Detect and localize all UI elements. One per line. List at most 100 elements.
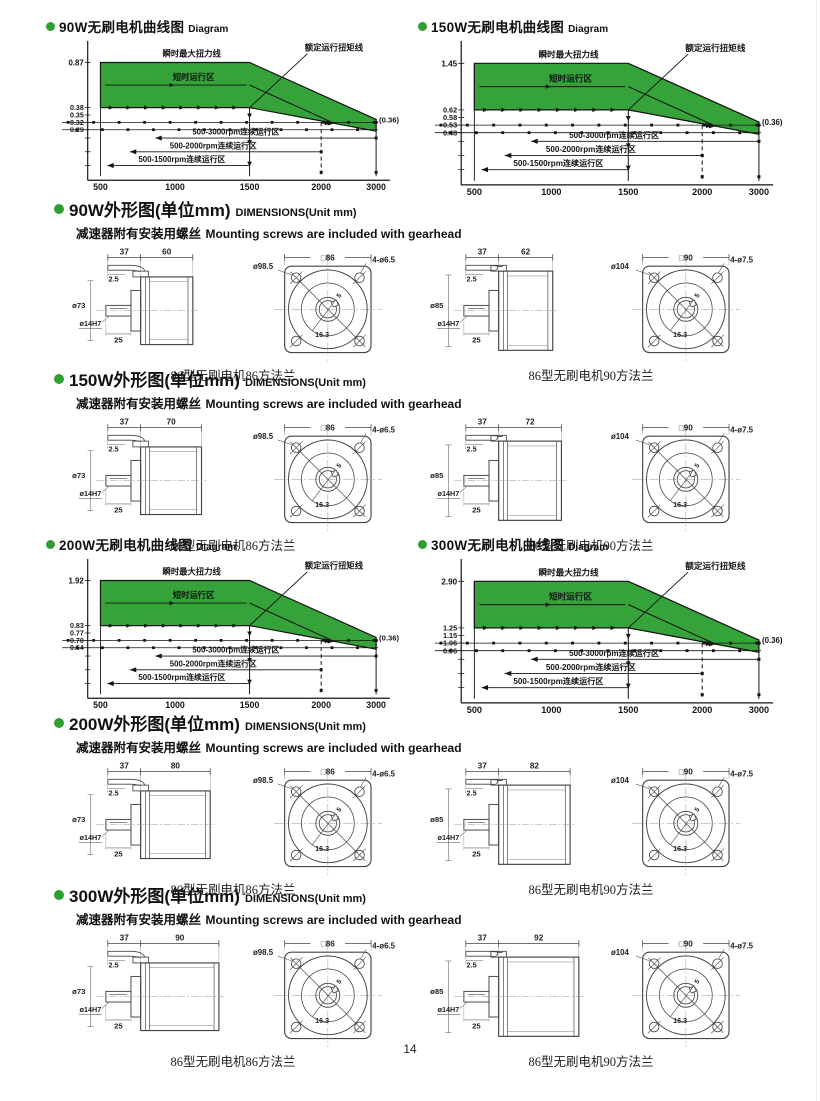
- svg-text:16.3: 16.3: [315, 330, 329, 339]
- bullet-icon: [54, 373, 64, 384]
- svg-text:1500: 1500: [240, 700, 260, 710]
- section-title-cn: 90W外形图(单位mm): [69, 201, 231, 220]
- svg-text:(0.36): (0.36): [379, 115, 399, 124]
- svg-text:瞬时最大扭力线: 瞬时最大扭力线: [538, 566, 599, 577]
- svg-text:500: 500: [467, 705, 482, 715]
- svg-text:2.5: 2.5: [467, 789, 477, 798]
- drawing-caption: 86型无刷电机86方法兰: [170, 539, 296, 553]
- svg-text:0.35: 0.35: [70, 113, 84, 120]
- drawing-caption: 86型无刷电机86方法兰: [170, 883, 296, 897]
- svg-text:2000: 2000: [311, 182, 331, 192]
- svg-text:500: 500: [93, 182, 108, 192]
- torque-speed-chart-90w: 0.870.380.350.320.29瞬时最大扭力线短时运行区额定运行扭矩线(…: [62, 40, 399, 192]
- svg-text:2.5: 2.5: [109, 961, 119, 970]
- svg-text:额定运行扭矩线: 额定运行扭矩线: [685, 42, 746, 53]
- svg-text:ø104: ø104: [611, 432, 630, 441]
- svg-text:额定运行扭矩线: 额定运行扭矩线: [685, 560, 746, 571]
- svg-text:500-1500rpm连续运行区: 500-1500rpm连续运行区: [138, 672, 225, 682]
- chart-title-en: Diagram: [188, 24, 229, 35]
- drawing-caption: 86型无刷电机86方法兰: [170, 1055, 296, 1069]
- chart-title-150w: 150W无刷电机曲线图 Diagram: [418, 16, 788, 36]
- svg-text:ø98.5: ø98.5: [253, 948, 274, 957]
- section-title: 300W外形图(单位mm) DIMENSIONS(Unit mm): [54, 882, 802, 907]
- svg-text:25: 25: [114, 336, 123, 345]
- drawing-caption: 86型无刷电机86方法兰: [170, 369, 296, 383]
- svg-text:500-3000rpm连续运行区: 500-3000rpm连续运行区: [192, 127, 279, 137]
- svg-text:2.5: 2.5: [109, 445, 119, 454]
- torque-speed-chart-200w: 1.920.830.770.700.64瞬时最大扭力线短时运行区额定运行扭矩线(…: [62, 558, 399, 710]
- mounting-note: 减速器附有安装用螺丝 Mounting screws are included …: [76, 223, 802, 243]
- svg-text:16.3: 16.3: [673, 1016, 687, 1025]
- svg-text:0.77: 0.77: [70, 631, 84, 638]
- svg-text:1500: 1500: [618, 187, 638, 197]
- svg-text:ø73: ø73: [72, 987, 86, 996]
- svg-text:ø85: ø85: [430, 815, 444, 824]
- drawing-caption: 86型无刷电机90方法兰: [528, 883, 654, 897]
- svg-text:2000: 2000: [311, 700, 331, 710]
- svg-text:4-ø6.5: 4-ø6.5: [372, 941, 395, 950]
- svg-text:500-1500rpm连续运行区: 500-1500rpm连续运行区: [138, 154, 225, 164]
- svg-text:1.45: 1.45: [441, 59, 457, 68]
- svg-text:(0.36): (0.36): [379, 633, 399, 642]
- svg-text:500-2000rpm连续运行区: 500-2000rpm连续运行区: [170, 658, 257, 668]
- svg-text:4-ø7.5: 4-ø7.5: [730, 425, 753, 434]
- note-en: Mounting screws are included with gearhe…: [205, 741, 462, 755]
- section-title-cn: 300W外形图(单位mm): [69, 887, 240, 906]
- chart-title-cn: 300W无刷电机曲线图: [431, 538, 565, 553]
- svg-text:□90: □90: [679, 939, 693, 948]
- svg-text:16.3: 16.3: [315, 500, 329, 509]
- chart-block-300w: 300W无刷电机曲线图 Diagram 2.901.251.151.060.96…: [416, 534, 788, 715]
- svg-text:1500: 1500: [240, 182, 260, 192]
- svg-text:4-ø7.5: 4-ø7.5: [730, 255, 753, 264]
- svg-text:ø14H7: ø14H7: [80, 833, 102, 842]
- dimension-section-200w: 200W外形图(单位mm) DIMENSIONS(Unit mm) 减速器附有安…: [40, 710, 802, 898]
- note-cn: 减速器附有安装用螺丝: [76, 227, 202, 241]
- svg-text:500-3000rpm连续运行区: 500-3000rpm连续运行区: [192, 645, 279, 655]
- svg-text:0.32: 0.32: [70, 120, 84, 127]
- svg-text:ø14H7: ø14H7: [80, 489, 102, 498]
- svg-text:1500: 1500: [618, 705, 638, 715]
- svg-text:3000: 3000: [366, 700, 386, 710]
- svg-text:0.38: 0.38: [70, 105, 84, 112]
- chart-title-cn: 200W无刷电机曲线图: [59, 538, 193, 553]
- chart-title-200w: 200W无刷电机曲线图 Diagram: [46, 534, 416, 554]
- svg-text:2000: 2000: [692, 187, 712, 197]
- svg-text:ø14H7: ø14H7: [438, 833, 460, 842]
- note-cn: 减速器附有安装用螺丝: [76, 913, 202, 927]
- svg-text:3000: 3000: [366, 182, 386, 192]
- section-title-en: DIMENSIONS(Unit mm): [244, 893, 366, 905]
- svg-text:ø73: ø73: [72, 471, 86, 480]
- section-title-cn: 150W外形图(单位mm): [69, 371, 240, 390]
- svg-text:□86: □86: [321, 423, 335, 432]
- svg-text:瞬时最大扭力线: 瞬时最大扭力线: [538, 48, 599, 59]
- svg-text:500-2000rpm连续运行区: 500-2000rpm连续运行区: [546, 662, 636, 672]
- svg-text:ø14H7: ø14H7: [438, 319, 460, 328]
- svg-text:1000: 1000: [165, 182, 185, 192]
- svg-text:5: 5: [694, 978, 702, 985]
- svg-text:92: 92: [534, 934, 544, 943]
- svg-text:ø98.5: ø98.5: [253, 262, 274, 271]
- svg-text:ø73: ø73: [72, 815, 86, 824]
- svg-text:额定运行扭矩线: 额定运行扭矩线: [305, 561, 364, 571]
- svg-text:□90: □90: [679, 253, 693, 262]
- svg-text:□86: □86: [321, 767, 335, 776]
- svg-text:37: 37: [120, 934, 130, 943]
- svg-text:25: 25: [114, 506, 123, 515]
- drawing-caption: 86型无刷电机90方法兰: [528, 539, 654, 553]
- svg-text:16.3: 16.3: [673, 500, 687, 509]
- svg-text:3000: 3000: [749, 187, 769, 197]
- bullet-icon: [46, 21, 55, 31]
